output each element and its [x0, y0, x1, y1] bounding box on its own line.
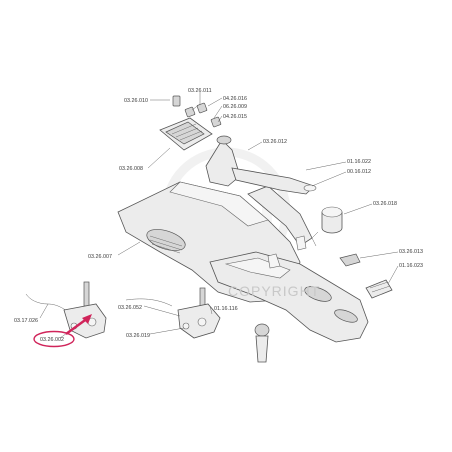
- label-03-26-052: 03.26.052: [118, 305, 142, 311]
- highlight-annotation: [33, 314, 92, 348]
- label-03-26-002: 03.26.002: [40, 337, 64, 343]
- label-03-26-007: 03.26.007: [88, 254, 112, 260]
- highlight-arrowhead: [82, 314, 92, 324]
- leader-lines: [39, 92, 399, 339]
- label-04-26-015: 04.26.015: [223, 114, 247, 120]
- label-04-26-016: 04.26.016: [223, 96, 247, 102]
- cable-gear-assembly-middle: [125, 287, 221, 339]
- small-brackets: [339, 253, 393, 299]
- label-03-17-026: 03.17.026: [14, 318, 38, 324]
- shift-boot: [205, 135, 317, 195]
- highlight-arrow: [65, 317, 89, 335]
- switch-panel: [159, 117, 213, 151]
- label-03-26-013: 03.26.013: [399, 249, 423, 255]
- center-armrest: [209, 251, 369, 343]
- label-01-16-023: 01.16.023: [399, 263, 423, 269]
- label-03-26-010: 03.26.010: [124, 98, 148, 104]
- part-labels: 03.26.010 03.26.011 04.26.016 06.26.009 …: [14, 88, 423, 343]
- label-03-26-008: 03.26.008: [119, 166, 143, 172]
- label-00-16-012: 00.16.012: [347, 169, 371, 175]
- highlight-ellipse: [33, 330, 75, 348]
- label-03-26-011: 03.26.011: [188, 88, 212, 94]
- label-01-16-022: 01.16.022: [347, 159, 371, 165]
- switch-buttons: [172, 95, 222, 128]
- gear-knob: [254, 323, 270, 363]
- cable-gear-assembly-left: [25, 281, 107, 339]
- cup-holder: [311, 206, 343, 247]
- label-06-26-009: 06.26.009: [223, 104, 247, 110]
- label-03-26-012: 03.26.012: [263, 139, 287, 145]
- label-03-26-019: 03.26.019: [126, 333, 150, 339]
- label-03-26-018: 03.26.018: [373, 201, 397, 207]
- label-01-16-116: 01.16.116: [214, 306, 238, 312]
- watermark-text: COPYRIGHT: [228, 283, 320, 299]
